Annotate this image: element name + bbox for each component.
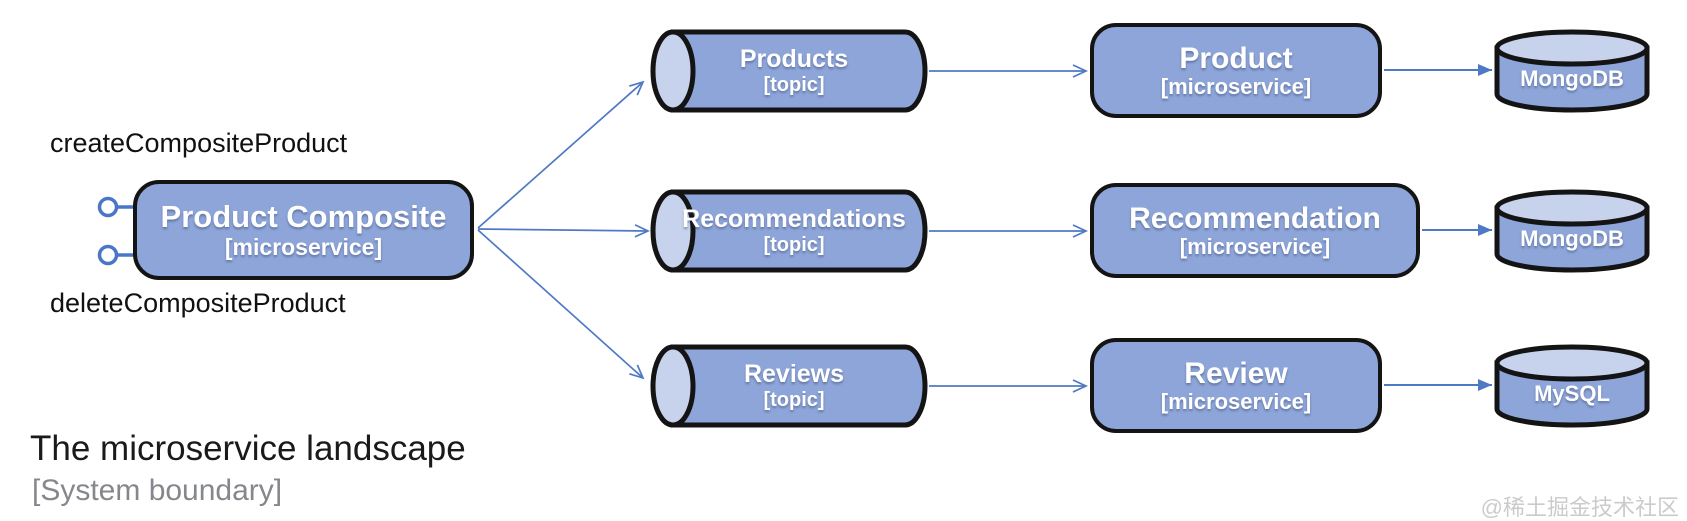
recommendation-service-type-label: [microservice] <box>1179 234 1331 260</box>
lollipop-connector-create <box>97 196 134 218</box>
system-boundary-label: [System boundary] <box>32 474 283 507</box>
topic-products-cylinder <box>650 29 928 113</box>
database-mongodb-product-cylinder <box>1494 29 1650 113</box>
product-composite-title: Product Composite <box>160 199 447 235</box>
create-composite-product-label: createCompositeProduct <box>50 128 348 158</box>
recommendation-service-node: Recommendation [microservice] <box>1090 183 1420 278</box>
watermark-text: @稀土掘金技术社区 <box>1480 495 1679 520</box>
arrow-composite-to-reviews-topic <box>477 229 643 378</box>
database-mongodb-recommendation-cylinder <box>1494 189 1650 273</box>
product-service-type-label: [microservice] <box>1160 74 1312 100</box>
product-composite-service-node: Product Composite [microservice] <box>133 180 474 280</box>
topic-reviews-cylinder <box>650 344 928 428</box>
review-service-type-label: [microservice] <box>1160 389 1312 415</box>
database-mysql-cylinder <box>1494 344 1650 428</box>
product-composite-type-label: [microservice] <box>224 233 383 260</box>
arrow-composite-to-recommendations-topic <box>477 229 648 231</box>
arrow-composite-to-products-topic <box>477 82 643 229</box>
lollipop-connector-delete <box>97 244 134 266</box>
delete-composite-product-label: deleteCompositeProduct <box>50 288 346 318</box>
product-service-title: Product <box>1179 41 1293 75</box>
review-service-title: Review <box>1184 356 1288 390</box>
diagram-title: The microservice landscape <box>30 429 466 468</box>
recommendation-service-title: Recommendation <box>1129 201 1381 235</box>
review-service-node: Review [microservice] <box>1090 338 1382 433</box>
product-service-node: Product [microservice] <box>1090 23 1382 118</box>
topic-recommendations-cylinder <box>650 189 928 273</box>
